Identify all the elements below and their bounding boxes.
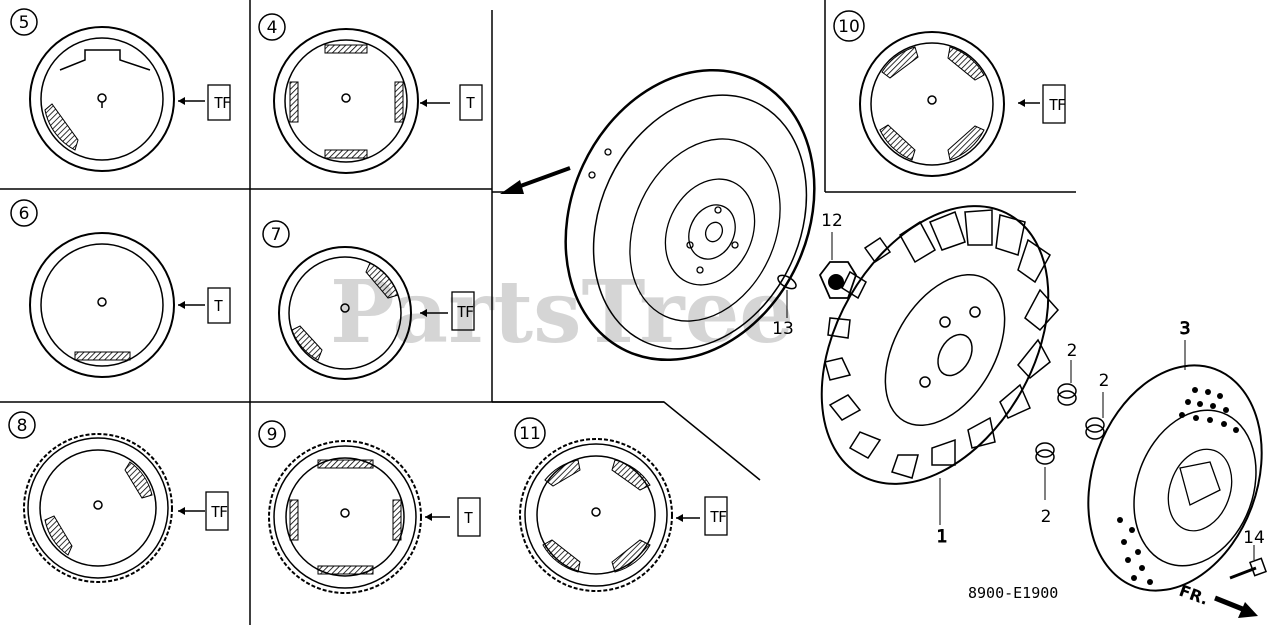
front-label: FR. <box>1177 581 1211 609</box>
rotor-variant-5: 5 T F <box>10 8 231 172</box>
stamp-tf-10-t: T <box>1049 96 1058 114</box>
rotor-variant-11: 11 T F <box>514 417 728 592</box>
rotor-variant-8: 8 T F <box>8 411 229 583</box>
watermark: PartsTree <box>330 262 794 363</box>
collar-2: 2 <box>1085 371 1110 440</box>
callout-13: 13 <box>772 319 794 339</box>
callout-14: 14 <box>1243 528 1265 548</box>
callout-7: 7 <box>271 225 282 245</box>
cooling-fan: 1 <box>820 205 1060 548</box>
front-direction-indicator: FR. <box>1177 581 1258 618</box>
stamp-tf-11-t: T <box>710 508 719 526</box>
panel-grid <box>0 0 1076 625</box>
stamp-tf-11-f: F <box>718 508 727 526</box>
direction-arrow <box>500 166 571 194</box>
stamp-tf-7-t: T <box>457 303 466 321</box>
collar-3: 2 <box>1035 442 1055 527</box>
stamp-tf-5-f: F <box>222 94 231 112</box>
stamp-tf-10-f: F <box>1057 96 1066 114</box>
rotor-variant-7: 7 T F <box>262 220 475 380</box>
diagram-code: 8900-E1900 <box>968 584 1058 602</box>
callout-9: 9 <box>267 425 278 445</box>
callout-3: 3 <box>1180 319 1191 339</box>
flywheel-main <box>564 68 816 362</box>
collar-1: 2 <box>1057 341 1078 406</box>
callout-2c: 2 <box>1041 507 1052 527</box>
callout-2a: 2 <box>1067 341 1078 361</box>
callout-2b: 2 <box>1099 371 1110 391</box>
stamp-tf-8-t: T <box>211 503 220 521</box>
callout-1: 1 <box>937 527 948 547</box>
rotor-variant-4: 4 T <box>258 13 483 174</box>
flange-bolt: 14 <box>1229 528 1267 580</box>
stamp-t-4: T <box>466 94 475 112</box>
stamp-tf-5-t: T <box>214 94 223 112</box>
flywheel-nut: 12 <box>818 211 857 299</box>
stamp-t-6: T <box>214 297 223 315</box>
rotor-variant-10: 10 T F <box>833 10 1066 177</box>
stamp-tf-8-f: F <box>219 503 228 521</box>
callout-8: 8 <box>17 416 28 436</box>
callout-11: 11 <box>519 424 541 444</box>
woodruff-key: 13 <box>772 274 797 339</box>
callout-6: 6 <box>19 204 30 224</box>
callout-10: 10 <box>838 17 860 37</box>
rotor-variant-9: 9 T <box>258 420 481 594</box>
stamp-tf-7-f: F <box>465 303 474 321</box>
starter-pulley: 3 <box>1087 319 1263 592</box>
rotor-variant-6: 6 T <box>10 199 231 378</box>
stamp-t-9: T <box>464 509 473 527</box>
callout-12: 12 <box>821 211 843 231</box>
callout-5: 5 <box>19 13 30 33</box>
callout-4: 4 <box>267 18 278 38</box>
